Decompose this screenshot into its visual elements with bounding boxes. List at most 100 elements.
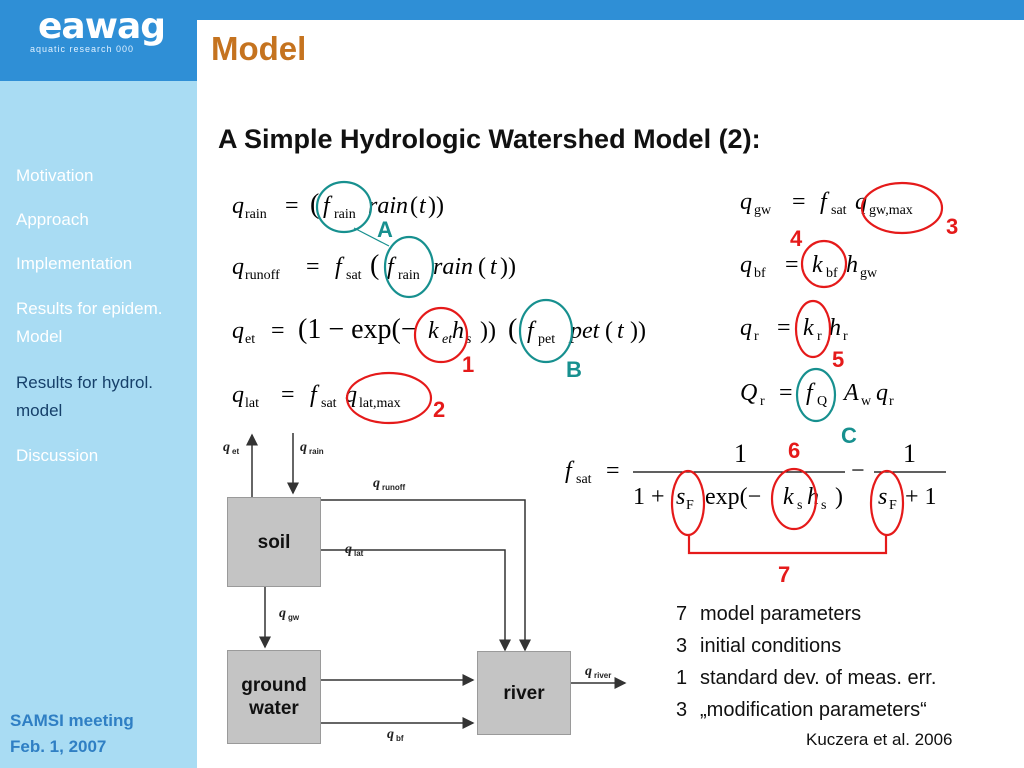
citation: Kuczera et al. 2006: [806, 730, 953, 749]
svg-text:q: q: [232, 254, 244, 280]
svg-text:rain: rain: [334, 207, 356, 222]
marker-6: 6: [788, 438, 800, 463]
svg-text:(: (: [605, 318, 613, 344]
parameter-label: initial conditions: [700, 635, 842, 657]
ground-water-box: ground water: [227, 650, 321, 744]
svg-text:h: h: [846, 252, 858, 278]
svg-text:r: r: [817, 329, 822, 344]
svg-text:sat: sat: [321, 396, 337, 411]
svg-text:sat: sat: [576, 472, 592, 487]
svg-text:=: =: [271, 318, 285, 344]
svg-text:bf: bf: [754, 266, 766, 281]
svg-text:rain: rain: [398, 268, 420, 283]
parameter-count: 3: [676, 699, 688, 721]
svg-text:w: w: [861, 394, 872, 409]
sidebar: Motivation Approach Implementation Resul…: [0, 81, 197, 768]
svg-text:gw: gw: [860, 266, 878, 281]
sidebar-item-discussion[interactable]: Discussion: [16, 446, 99, 465]
svg-text:rain: rain: [245, 207, 267, 222]
svg-text:(1 − exp(−: (1 − exp(−: [298, 314, 417, 345]
svg-text:(: (: [370, 250, 379, 281]
svg-text:A: A: [842, 380, 859, 406]
marker-7: 7: [778, 562, 790, 587]
svg-text:(: (: [410, 193, 418, 219]
svg-text:runoff: runoff: [245, 268, 280, 283]
marker-3: 3: [946, 214, 958, 239]
svg-text:f: f: [335, 254, 345, 280]
svg-text:)): )): [480, 318, 496, 344]
marker-a: A: [377, 217, 393, 242]
svg-text:runoff: runoff: [382, 483, 405, 492]
svg-text:k: k: [428, 318, 439, 344]
marker-5: 5: [832, 347, 844, 372]
equation-f-sat: f sat = 1 1 + s F exp(− k s h s ) − 1 s …: [565, 439, 946, 513]
label-q-bf: q: [387, 727, 394, 742]
svg-text:bf: bf: [826, 266, 838, 281]
svg-text:1: 1: [734, 439, 747, 468]
parameter-count: 1: [676, 667, 688, 689]
label-q-runoff: q: [373, 476, 380, 491]
equation-q-runoff: q runoff = f sat ( f rain rain ( t )): [232, 250, 516, 283]
svg-text:1 +: 1 +: [633, 484, 665, 510]
sidebar-item-results-epidem[interactable]: Results for epidem. Model: [16, 299, 163, 346]
svg-text:pet: pet: [538, 332, 555, 347]
logo-brand: eawag: [38, 6, 166, 47]
logo-subtitle: aquatic research 000: [30, 44, 135, 54]
soil-box: soil: [227, 497, 321, 587]
marker-c: C: [841, 423, 857, 448]
equation-q-bf: q bf = k bf h gw: [740, 252, 878, 281]
parameter-label: „modification parameters“: [700, 699, 927, 721]
marker-2: 2: [433, 397, 445, 422]
equation-q-gw: q gw = f sat q gw,max: [740, 189, 913, 218]
svg-text:F: F: [686, 498, 694, 513]
svg-text:)): )): [428, 193, 444, 219]
svg-text:=: =: [281, 382, 295, 408]
svg-text:et: et: [232, 447, 239, 456]
svg-text:rain: rain: [368, 193, 408, 219]
ground-water-label-2: water: [249, 698, 299, 719]
svg-text:sat: sat: [346, 268, 362, 283]
svg-text:t: t: [419, 193, 427, 219]
svg-text:Q: Q: [817, 394, 827, 409]
svg-text:q: q: [232, 193, 244, 219]
svg-text:lat,max: lat,max: [359, 396, 401, 411]
svg-text:bf: bf: [396, 734, 404, 743]
logo: eawag aquatic research 000: [0, 0, 197, 81]
sidebar-item-implementation[interactable]: Implementation: [16, 254, 133, 273]
svg-text:gw,max: gw,max: [869, 203, 913, 218]
svg-text:river: river: [594, 671, 611, 680]
marker-4: 4: [790, 226, 803, 251]
sidebar-item-approach[interactable]: Approach: [16, 210, 89, 229]
svg-text:h: h: [452, 318, 464, 344]
svg-text:1: 1: [903, 439, 916, 468]
label-q-river: q: [585, 664, 592, 679]
svg-text:(: (: [508, 314, 517, 345]
sidebar-item-results-hydrol[interactable]: Results for hydrol. model: [16, 373, 153, 420]
svg-text:Q: Q: [740, 380, 757, 406]
label-q-et: q: [223, 440, 230, 455]
svg-text:f: f: [565, 458, 575, 484]
svg-text:=: =: [792, 189, 806, 215]
svg-text:t: t: [617, 318, 625, 344]
meeting-info: SAMSI meeting Feb. 1, 2007: [10, 708, 134, 760]
svg-text:rain: rain: [433, 254, 473, 280]
svg-text:pet: pet: [568, 318, 601, 344]
svg-text:=: =: [779, 380, 793, 406]
parameter-label: standard dev. of meas. err.: [700, 667, 937, 689]
svg-text:q: q: [876, 380, 888, 406]
svg-text:=: =: [306, 254, 320, 280]
svg-text:rain: rain: [309, 447, 324, 456]
sidebar-item-motivation[interactable]: Motivation: [16, 166, 94, 185]
parameter-count: 3: [676, 635, 688, 657]
watershed-diagram: q q q q q q q et rain runoff lat gw bf r…: [215, 425, 635, 765]
parameter-row: 3 initial conditions: [676, 630, 936, 662]
svg-text:h: h: [829, 315, 841, 341]
svg-text:sat: sat: [831, 203, 847, 218]
svg-text:r: r: [760, 394, 765, 409]
svg-text:=: =: [777, 315, 791, 341]
svg-text:−: −: [851, 458, 865, 484]
ground-water-label-1: ground: [241, 675, 307, 696]
